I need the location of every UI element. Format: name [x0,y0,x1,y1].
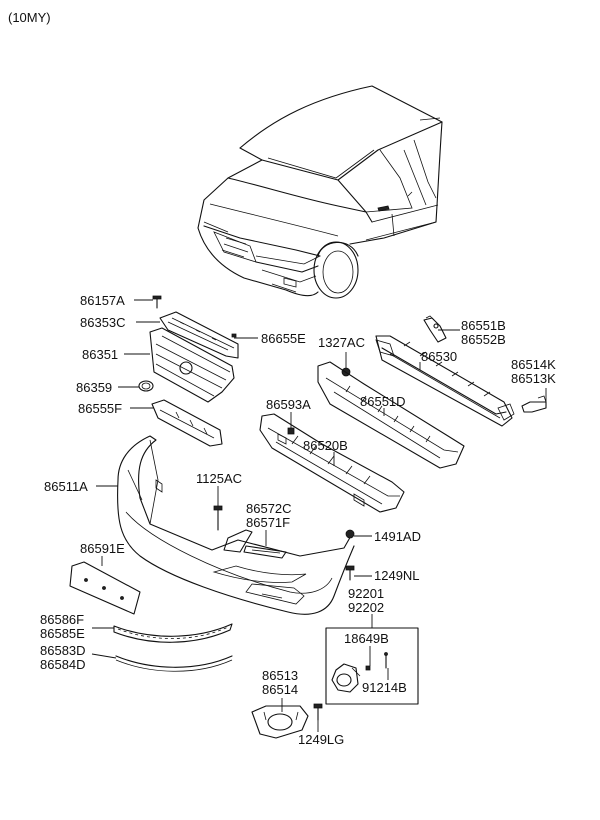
bolt-1125AC [213,505,223,531]
callout-1249LG: 1249LG [298,732,344,747]
radiator-grille-86351 [149,327,235,403]
screw-86157A [152,295,162,309]
callout-86655E: 86655E [261,331,306,346]
callout-86157A: 86157A [80,293,125,308]
callout-86511A: 86511A [44,479,88,494]
callout-86351: 86351 [82,347,118,362]
callout-86520B: 86520B [303,438,348,453]
callout-86593A: 86593A [266,397,311,412]
callout-86586F: 86586F [40,612,84,627]
fog-lamp-cover-86513 [251,705,309,739]
callout-86359: 86359 [76,380,112,395]
lower-grille-86555F [151,399,223,447]
absorber-86551D [317,361,465,469]
grille-frame-86353C [159,311,239,359]
air-guard-86571F [223,529,287,559]
callout-86514K: 86514K [511,357,556,372]
callout-86583D: 86583D [40,643,86,658]
strip-86584D [115,655,233,672]
callout-86552B: 86552B [461,332,506,347]
callout-86572C: 86572C [246,501,292,516]
callout-92201: 92201 [348,586,384,601]
callout-1125AC: 1125AC [196,471,242,486]
callout-86555F: 86555F [78,401,122,416]
callout-86584D: 86584D [40,657,86,672]
callout-1491AD: 1491AD [374,529,421,544]
callout-86551B: 86551B [461,318,506,333]
callout-1327AC: 1327AC [318,335,365,350]
callout-86513K: 86513K [511,371,556,386]
bracket-86551B [423,315,447,343]
callout-86530: 86530 [421,349,457,364]
bolt-1249NL [345,565,355,581]
callout-labels: (10MY) 86157A 86353C 86655E 86351 86359 … [8,10,556,747]
callout-86585E: 86585E [40,626,85,641]
callout-86551D: 86551D [360,394,406,409]
callout-86513: 86513 [262,668,298,683]
callout-86514: 86514 [262,682,298,697]
callout-91214B: 91214B [362,680,407,695]
bracket-86513K [521,395,547,413]
callout-92202: 92202 [348,600,384,615]
model-year-label: (10MY) [8,10,51,25]
clip-86593A [287,427,295,435]
bolt-1249LG [313,703,323,721]
molding-86585E [113,623,233,643]
callout-1249NL: 1249NL [374,568,420,583]
car-illustration [197,85,443,299]
license-bracket-86591E [69,561,141,615]
clip-1491AD [345,529,355,539]
callout-86571F: 86571F [246,515,290,530]
callout-86591E: 86591E [80,541,125,556]
emblem-86359 [138,380,154,392]
callout-86353C: 86353C [80,315,126,330]
lower-absorber-86520B [259,413,405,513]
bumper-cover-86511A [117,435,355,615]
callout-18649B: 18649B [344,631,389,646]
leader-lines [91,299,547,732]
